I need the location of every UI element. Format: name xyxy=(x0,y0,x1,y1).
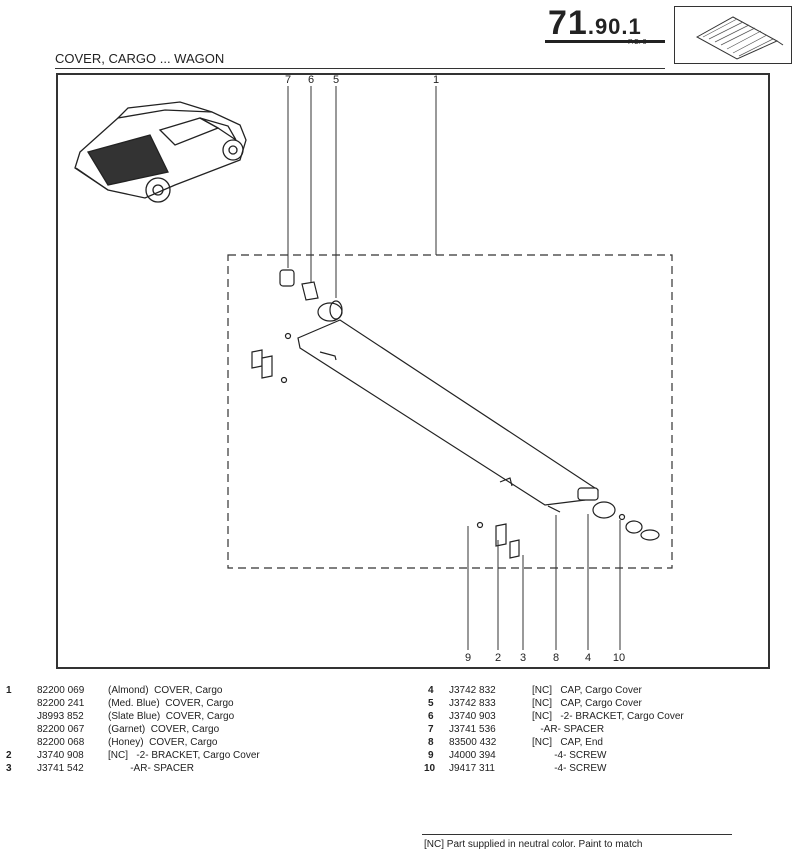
leader-lines-bottom xyxy=(467,514,621,650)
part-number: 82200 068 xyxy=(37,737,85,748)
wagon-car-illustration xyxy=(74,101,247,203)
part-number: J9417 311 xyxy=(449,763,495,774)
callout-8: 8 xyxy=(552,652,560,664)
parts-top-left xyxy=(251,269,343,384)
item-number: 10 xyxy=(424,763,436,774)
cargo-cover-panel xyxy=(297,319,600,513)
diagram-frame xyxy=(56,73,770,669)
callout-10: 10 xyxy=(612,652,626,664)
part-description: (Almond) COVER, Cargo xyxy=(108,685,223,696)
callout-1: 1 xyxy=(432,74,440,86)
callout-5: 5 xyxy=(332,74,340,86)
footnote-rule xyxy=(422,834,732,835)
item-number: 6 xyxy=(428,711,434,722)
part-description: -AR- SPACER xyxy=(108,763,194,774)
part-description: (Med. Blue) COVER, Cargo xyxy=(108,698,234,709)
section-thumbnail xyxy=(674,6,792,64)
footnote: [NC] Part supplied in neutral color. Pai… xyxy=(424,839,643,850)
leader-lines-top xyxy=(287,86,437,298)
cargo-cover-thumbnail-icon xyxy=(695,16,784,60)
callout-4: 4 xyxy=(584,652,592,664)
callout-6: 6 xyxy=(307,74,315,86)
part-description: [NC] -2- BRACKET, Cargo Cover xyxy=(532,711,684,722)
item-number: 5 xyxy=(428,698,434,709)
item-number: 7 xyxy=(428,724,434,735)
part-description: [NC] CAP, Cargo Cover xyxy=(532,698,642,709)
part-description: (Garnet) COVER, Cargo xyxy=(108,724,220,735)
part-number: 82200 067 xyxy=(37,724,85,735)
part-number: J8993 852 xyxy=(37,711,84,722)
part-number: J4000 394 xyxy=(449,750,496,761)
part-description: -4- SCREW xyxy=(532,750,607,761)
page-number-sub: .90.1 xyxy=(587,14,642,39)
part-number: 82200 069 xyxy=(37,685,85,696)
part-description: [NC] CAP, End xyxy=(532,737,603,748)
part-number: J3740 908 xyxy=(37,750,84,761)
page-number-rule xyxy=(545,40,665,43)
part-description: (Honey) COVER, Cargo xyxy=(108,737,218,748)
part-description: -AR- SPACER xyxy=(532,724,605,735)
callout-3: 3 xyxy=(519,652,527,664)
callout-7: 7 xyxy=(284,74,292,86)
item-number: 3 xyxy=(6,763,12,774)
part-number: 83500 432 xyxy=(449,737,497,748)
part-number: J3740 903 xyxy=(449,711,496,722)
part-number: J3742 833 xyxy=(449,698,496,709)
assembly-box xyxy=(227,254,673,569)
part-description: (Slate Blue) COVER, Cargo xyxy=(108,711,235,722)
callout-2: 2 xyxy=(494,652,502,664)
item-number: 8 xyxy=(428,737,434,748)
part-description: [NC] CAP, Cargo Cover xyxy=(532,685,642,696)
part-number: J3741 542 xyxy=(37,763,84,774)
part-number: 82200 241 xyxy=(37,698,85,709)
part-number: J3741 536 xyxy=(449,724,496,735)
page-number: 71.90.1 xyxy=(548,4,642,43)
parts-bottom-right xyxy=(476,487,660,559)
page-title: COVER, CARGO ... WAGON xyxy=(55,51,225,66)
page-number-main: 71 xyxy=(548,4,588,42)
page-code: P.C. 3 xyxy=(628,39,647,46)
item-number: 1 xyxy=(6,685,12,696)
part-description: -4- SCREW xyxy=(532,763,607,774)
part-description: [NC] -2- BRACKET, Cargo Cover xyxy=(108,750,260,761)
title-rule xyxy=(55,68,665,69)
item-number: 4 xyxy=(428,685,434,696)
part-number: J3742 832 xyxy=(449,685,496,696)
item-number: 2 xyxy=(6,750,12,761)
item-number: 9 xyxy=(428,750,434,761)
callout-9: 9 xyxy=(464,652,472,664)
